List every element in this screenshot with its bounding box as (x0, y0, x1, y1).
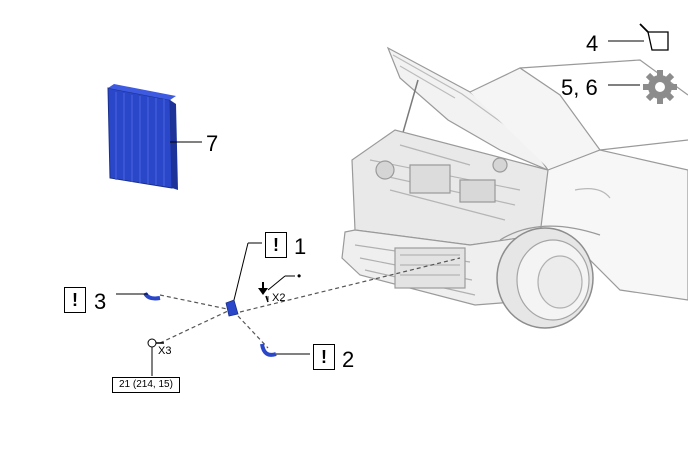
oil-can-icon (608, 23, 669, 51)
callout-4: 4 (586, 31, 599, 56)
fastener-label-x3: X3 (158, 345, 172, 357)
fastener-label-x2: X2 (272, 292, 286, 304)
callout-2: 2 (342, 347, 355, 372)
warning-box-3: ! (64, 287, 86, 313)
gear-icon (608, 70, 677, 104)
callout-7: 7 (206, 131, 219, 156)
torque-spec-box: 21 (214, 15) (112, 377, 180, 393)
vehicle-illustration (341, 46, 688, 329)
bolt-x3 (147, 338, 164, 376)
callout-3: 3 (94, 289, 107, 314)
assembly-lines (159, 257, 461, 349)
callout-5-6: 5, 6 (561, 75, 598, 100)
warning-box-1: ! (265, 232, 287, 258)
callout-1: 1 (294, 234, 307, 259)
warning-box-2: ! (313, 344, 335, 370)
clip-part-2 (260, 343, 310, 357)
bracket-part-1 (225, 242, 262, 317)
arrow-down-icon (258, 288, 268, 295)
fastener-x2 (258, 275, 295, 303)
fastener-dot: • (297, 269, 302, 283)
radiator-part (107, 84, 202, 190)
clip-part-3 (116, 292, 161, 301)
